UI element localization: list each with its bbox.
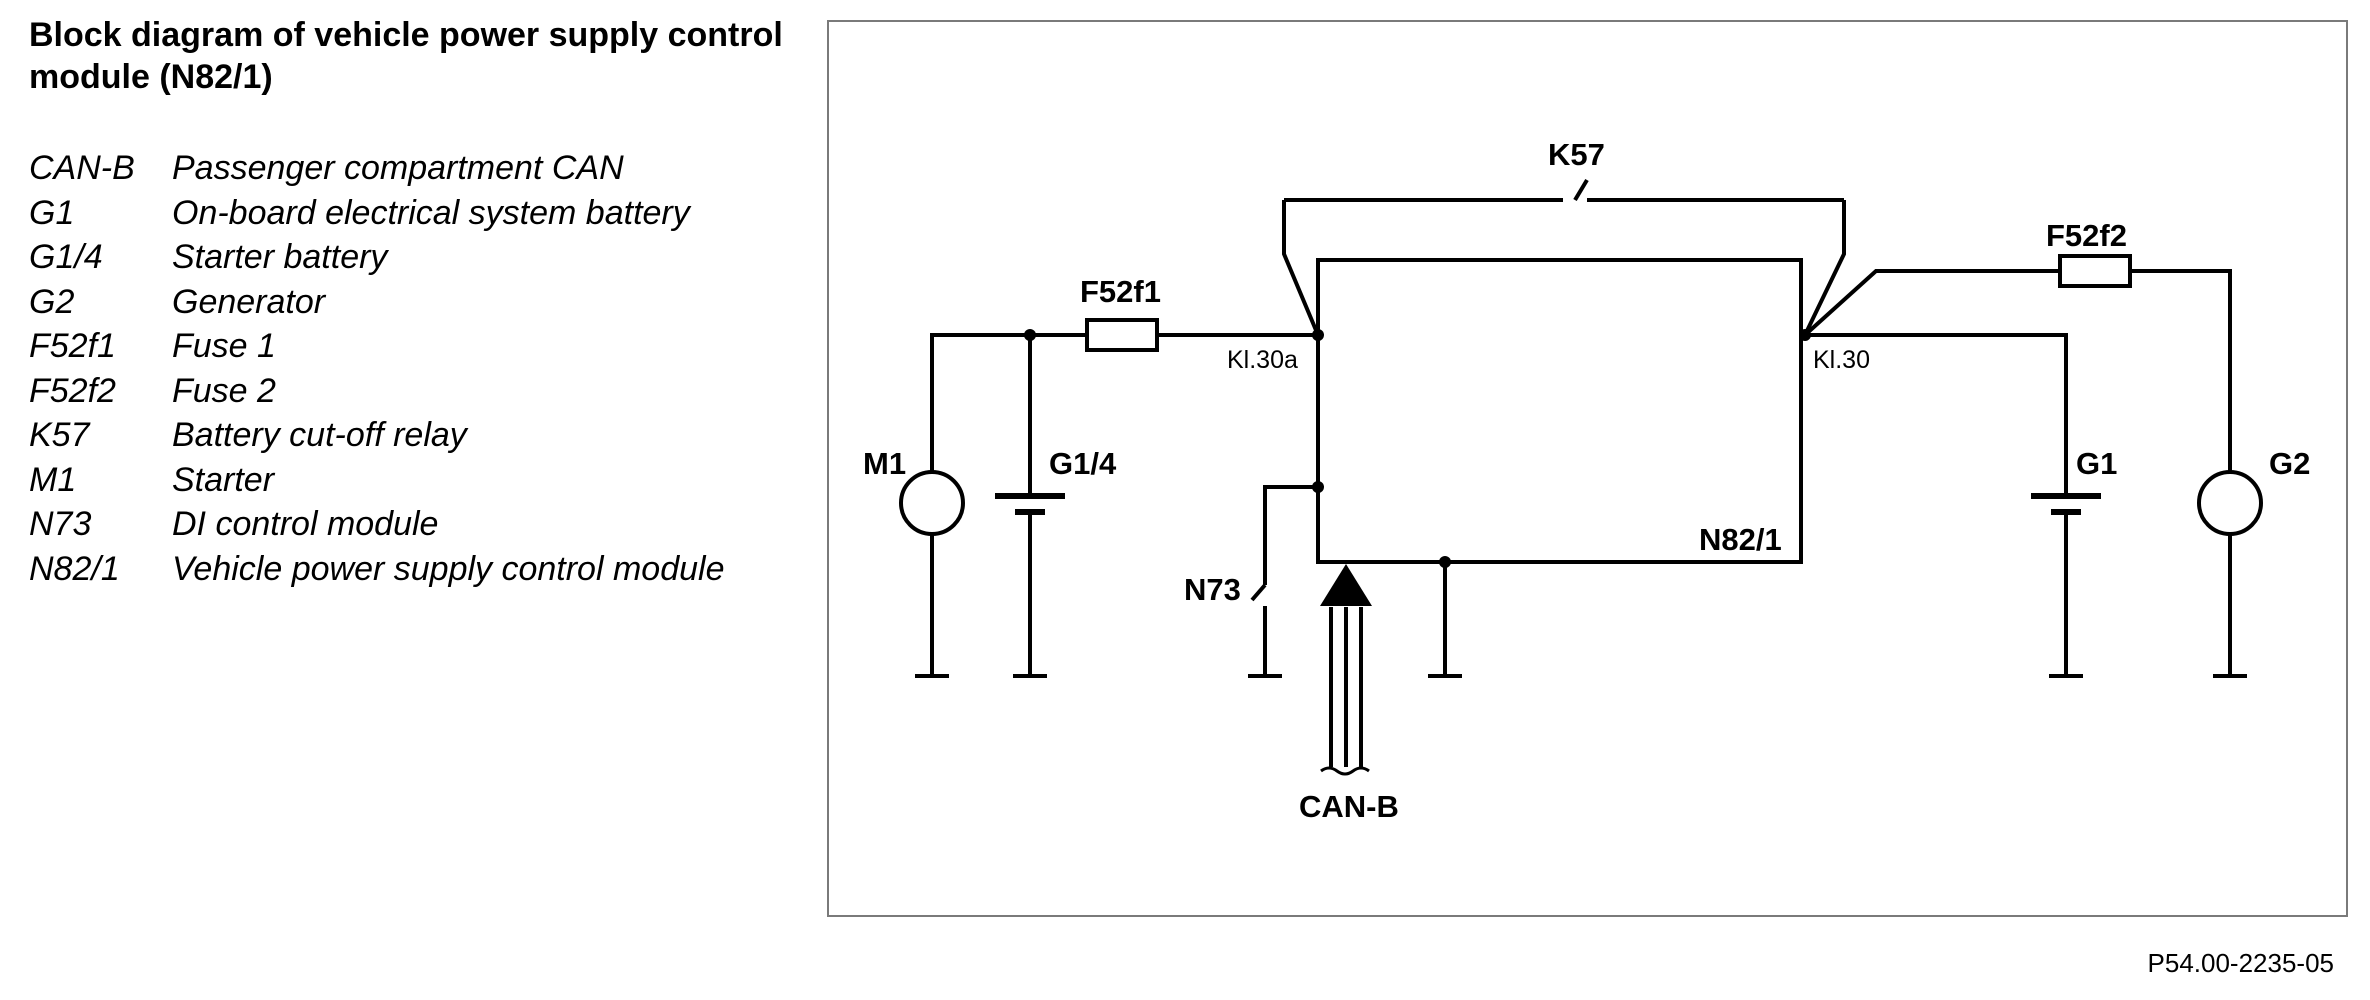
- circuit-diagram: K57 F52f1 F52f2 Kl.30a Kl.30 M1 G1/4 G1 …: [863, 137, 2310, 824]
- diagram-frame: K57 F52f1 F52f2 Kl.30a Kl.30 M1 G1/4 G1 …: [827, 20, 2348, 917]
- legend-list: CAN-B Passenger compartment CAN G1 On-boar…: [29, 146, 789, 591]
- junction-dot: [1439, 556, 1451, 568]
- legend-item-f52f2: F52f2 Fuse 2: [29, 369, 789, 414]
- k57-relay-bracket-left: [1282, 200, 1320, 336]
- can-b-arrow-head: [1320, 564, 1372, 606]
- n73-wire: [1263, 485, 1318, 585]
- legend-description: DI control module: [172, 505, 439, 543]
- legend-item-g1-4: G1/4 Starter battery: [29, 235, 789, 280]
- figure-reference: P54.00-2235-05: [2147, 948, 2334, 978]
- legend-code: G1: [29, 193, 75, 232]
- legend-description: Starter battery: [172, 238, 388, 276]
- can-b-label: CAN-B: [1299, 789, 1399, 824]
- g1-4-label: G1/4: [1049, 446, 1117, 481]
- generator-wire-left: [1803, 269, 2060, 337]
- legend-item-k57: K57 Battery cut-off relay: [29, 413, 789, 458]
- legend-description: Starter: [172, 460, 275, 499]
- f52f1-fuse: [1085, 318, 1159, 352]
- junction-dot: [1799, 329, 1811, 341]
- generator-wire-right: [2130, 269, 2232, 472]
- n73-label: N73: [1184, 572, 1241, 607]
- legend-code: K57: [29, 416, 90, 454]
- junction-dot: [1024, 329, 1036, 341]
- legend-item-f52f1: F52f1 Fuse 1: [29, 324, 789, 369]
- g2-label: G2: [2269, 446, 2310, 481]
- n82-1-label: N82/1: [1699, 522, 1782, 557]
- legend-item-n82-1: N82/1 Vehicle power supply control module: [29, 547, 789, 592]
- g2-generator-symbol: [2197, 470, 2263, 536]
- k57-relay-switch: [1573, 178, 1589, 202]
- g1-label: G1: [2076, 446, 2117, 481]
- page-title: Block diagram of vehicle power supply co…: [29, 16, 783, 96]
- k57-relay-bracket-right: [1803, 200, 1846, 336]
- legend-description: Vehicle power supply control module: [172, 549, 725, 588]
- legend-item-g2: G2 Generator: [29, 280, 789, 325]
- kl30-label: Kl.30: [1813, 346, 1870, 374]
- junction-dot: [1312, 481, 1324, 493]
- legend-description: On-board electrical system battery: [172, 193, 690, 232]
- m1-starter-symbol: [899, 470, 965, 536]
- f52f2-label: F52f2: [2046, 218, 2127, 253]
- legend-item-g1: G1 On-board electrical system battery: [29, 191, 789, 236]
- kl30-wire: [1805, 333, 2068, 494]
- k57-label: K57: [1548, 137, 1605, 172]
- legend-code: CAN-B: [29, 149, 135, 187]
- legend-description: Passenger compartment CAN: [172, 149, 624, 187]
- legend-item-can-b: CAN-B Passenger compartment CAN: [29, 146, 789, 191]
- kl30a-label: Kl.30a: [1227, 346, 1298, 374]
- legend-description: Generator: [172, 282, 326, 321]
- legend-description: Fuse 1: [172, 327, 276, 365]
- legend-code: F52f1: [29, 327, 116, 365]
- legend-code: N73: [29, 505, 92, 543]
- f52f2-fuse: [2058, 254, 2132, 288]
- legend-item-n73: N73 DI control module: [29, 502, 789, 547]
- n73-switch: [1250, 583, 1267, 602]
- can-b-bus-break: [1320, 766, 1370, 776]
- legend-code: G1/4: [29, 238, 103, 276]
- legend-code: G2: [29, 282, 75, 321]
- legend-description: Battery cut-off relay: [172, 416, 467, 454]
- legend-code: F52f2: [29, 371, 116, 410]
- n82-1-module-box: [1316, 258, 1803, 564]
- legend-description: Fuse 2: [172, 371, 276, 410]
- f52f1-label: F52f1: [1080, 274, 1161, 309]
- legend-code: M1: [29, 460, 77, 499]
- junction-dot: [1312, 329, 1324, 341]
- legend-code: N82/1: [29, 549, 120, 588]
- m1-label: M1: [863, 446, 906, 481]
- legend-item-m1: M1 Starter: [29, 458, 789, 503]
